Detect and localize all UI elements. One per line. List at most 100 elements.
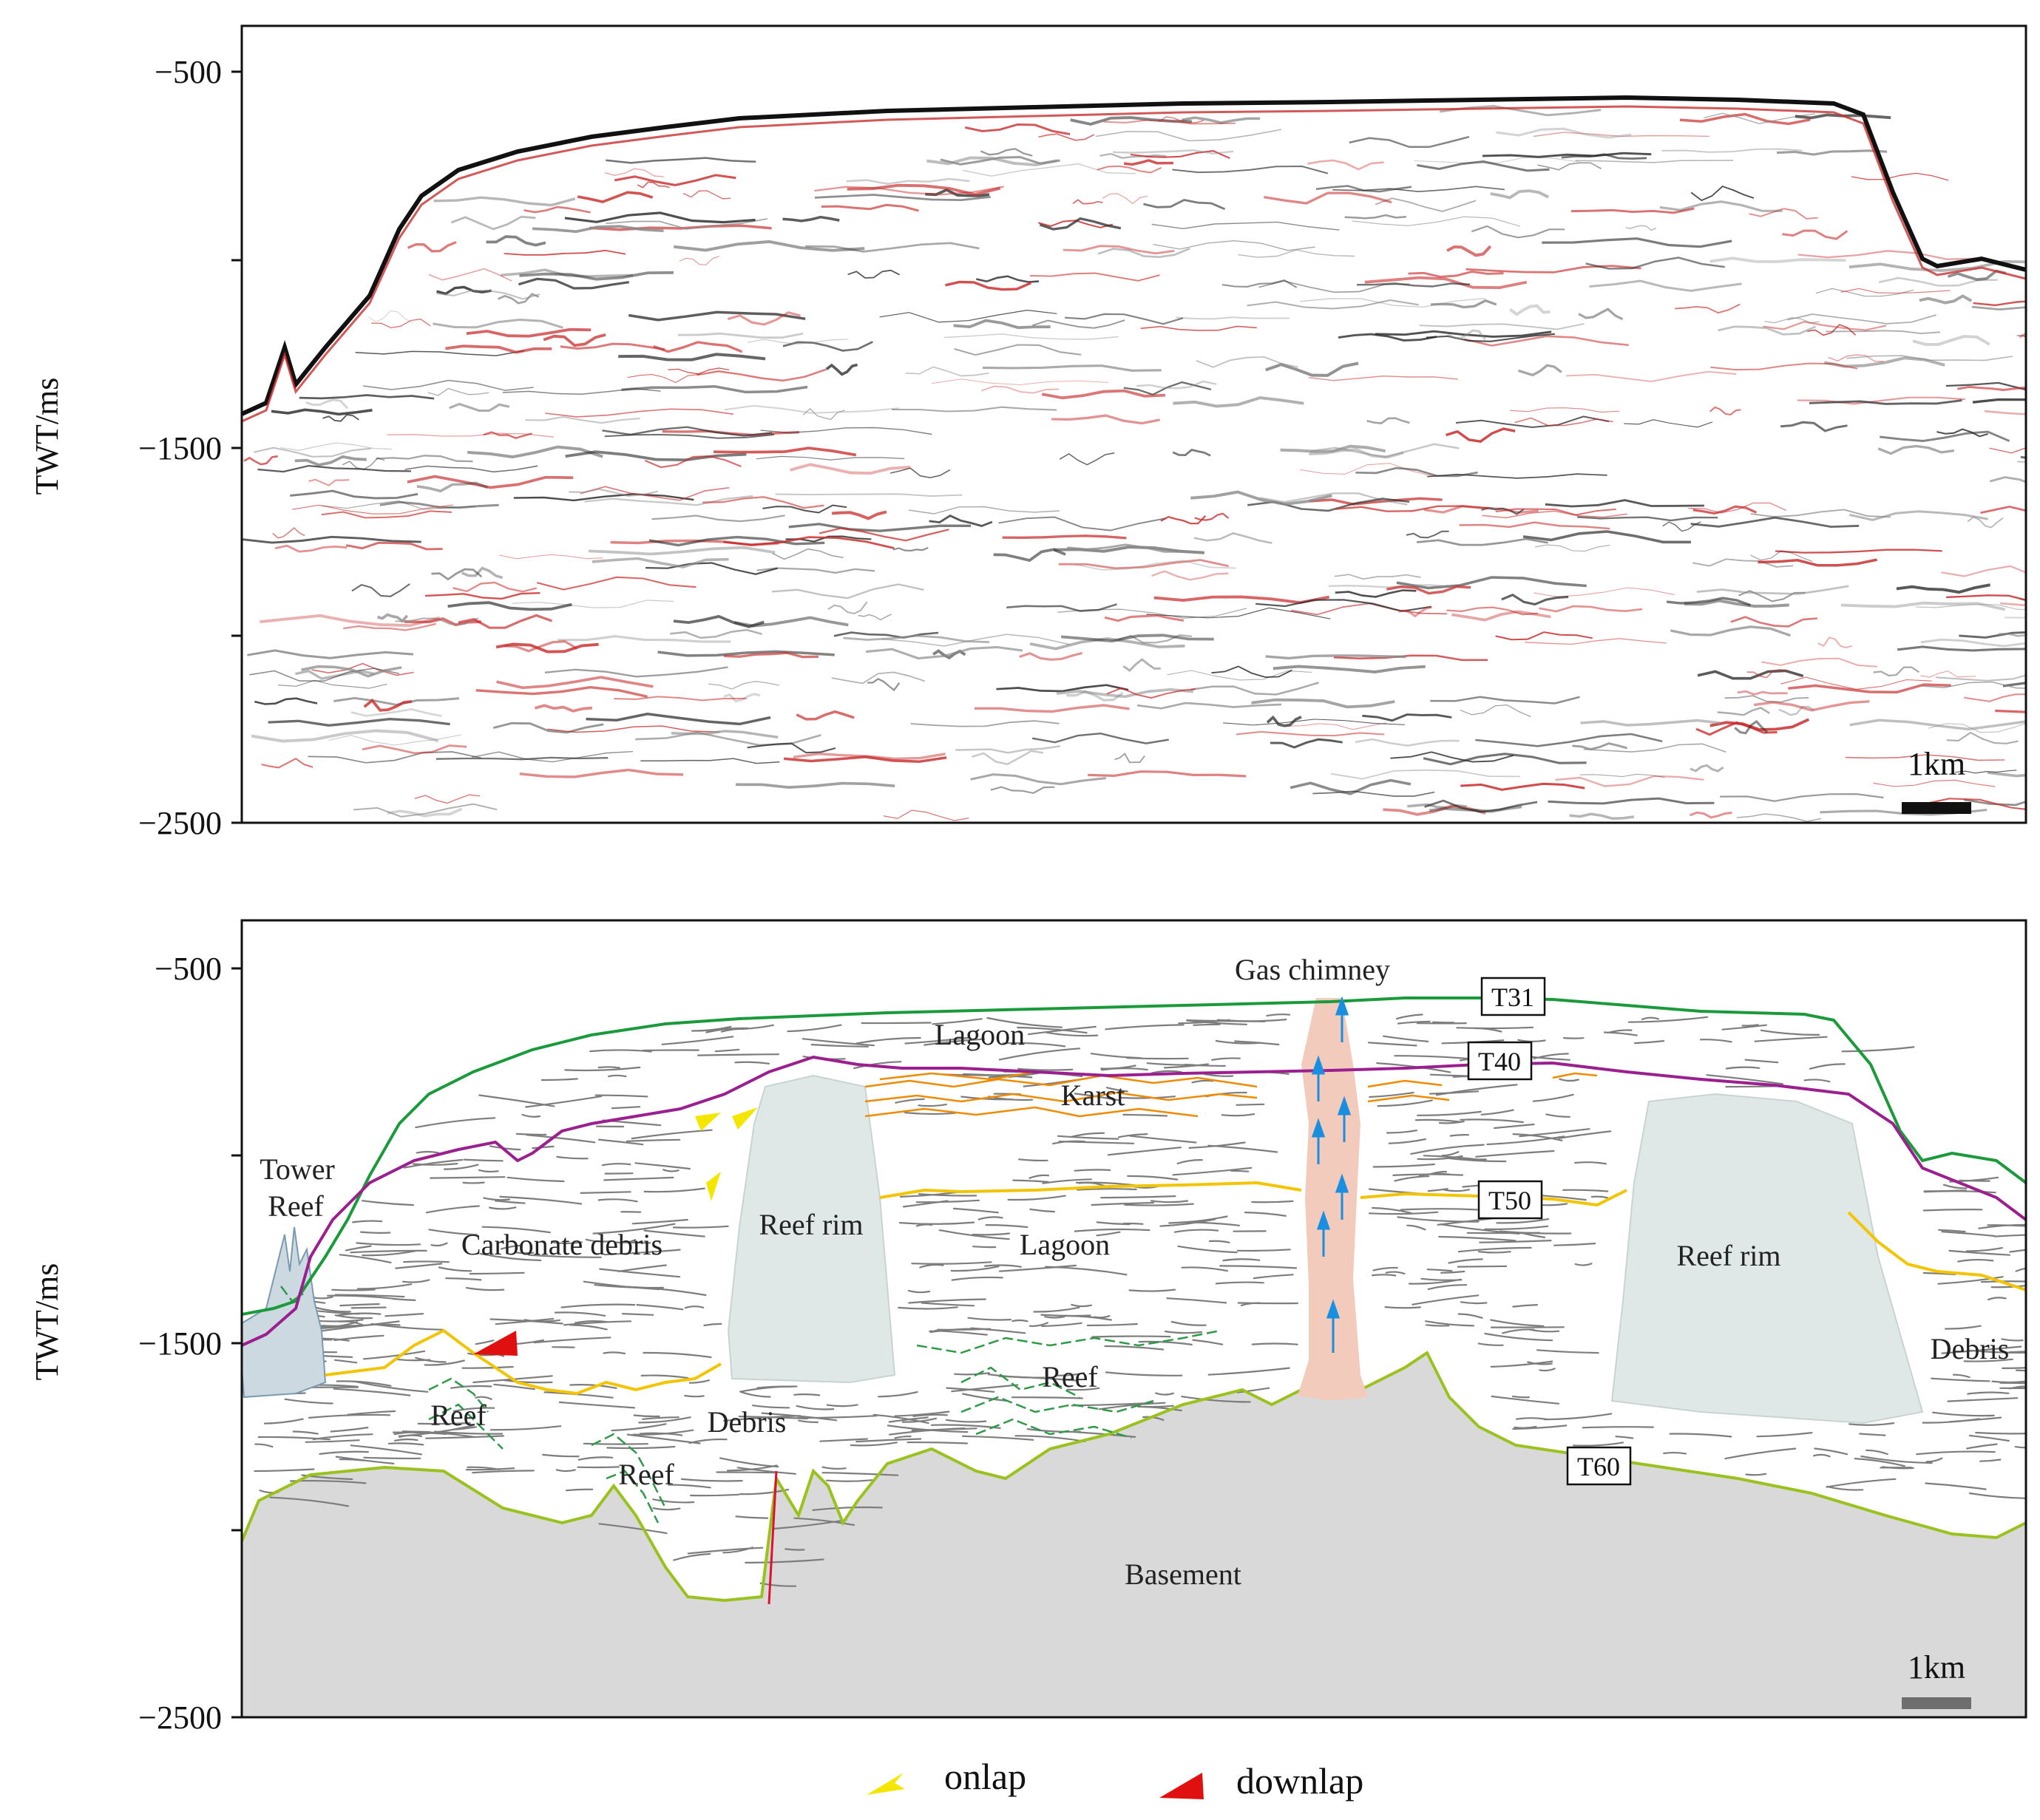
seismic-reflection — [343, 622, 436, 631]
interpreted-reflection — [1543, 1413, 1613, 1421]
scale-bar — [1902, 802, 1971, 814]
interpreted-reflection — [569, 1324, 608, 1331]
interpreted-reflection — [1120, 1096, 1176, 1099]
interpreted-reflection — [739, 1385, 798, 1393]
seismic-reflection — [993, 548, 1066, 563]
seismic-reflection — [1172, 165, 1329, 174]
seismic-reflection — [1758, 558, 1877, 567]
interpreted-reflection — [1086, 1322, 1138, 1327]
seismic-reflection — [512, 600, 674, 608]
interpreted-reflection — [1809, 1063, 1846, 1070]
seismic-reflection — [1408, 271, 1504, 278]
seismic-reflection — [1190, 490, 1332, 506]
seismic-reflection — [1548, 797, 1715, 805]
label-tower: Tower — [260, 1152, 335, 1186]
seismic-reflection — [819, 527, 949, 542]
seismic-reflection — [1920, 681, 2026, 689]
interpreted-reflection — [1191, 1079, 1214, 1084]
scale-bar-label: 1km — [1908, 746, 1965, 782]
seismic-reflection — [1136, 380, 1217, 390]
seismic-frame — [240, 24, 2027, 824]
seismic-reflection — [1130, 150, 1230, 159]
seismic-reflection — [536, 576, 697, 591]
interpreted-reflection — [850, 1442, 898, 1447]
seismic-reflection — [1920, 638, 2026, 648]
seismic-reflection — [1692, 505, 1758, 515]
interpreted-reflection — [1539, 1368, 1556, 1372]
seismic-reflection — [387, 807, 463, 818]
interpreted-reflection — [1126, 1057, 1189, 1060]
seismic-reflection — [243, 455, 278, 466]
interpreted-reflection — [1186, 1019, 1248, 1025]
interpreted-reflection — [1219, 1265, 1298, 1269]
seismic-reflection — [1495, 508, 1616, 516]
seismic-reflection — [1761, 657, 1878, 668]
interpreted-reflection — [1440, 1270, 1465, 1274]
gas-chimney-fill — [1298, 998, 1368, 1401]
interpreted-reflection — [1441, 1151, 1460, 1157]
interpreted-reflection — [1633, 1040, 1665, 1045]
interpreted-reflection — [475, 1339, 495, 1345]
interpreted-reflection — [515, 1133, 547, 1136]
interpreted-reflection — [1627, 1016, 1709, 1023]
scale-bar-top: 1km — [1902, 746, 1971, 814]
interpreted-reflection — [1137, 1405, 1182, 1412]
interpreted-reflection — [1368, 1042, 1417, 1047]
interpreted-reflection — [924, 1038, 985, 1046]
interpreted-reflection — [462, 1181, 485, 1184]
seismic-reflection — [1331, 769, 1521, 780]
interpreted-reflection — [606, 1445, 676, 1450]
seismic-reflection — [962, 163, 1136, 177]
interpreted-reflection — [796, 1405, 835, 1410]
interpreted-reflection — [489, 1425, 562, 1431]
seismic-reflection — [547, 725, 720, 733]
seismic-reflection — [1236, 730, 1385, 737]
seismic-reflection — [628, 310, 806, 322]
seafloor-reflector — [242, 95, 2026, 416]
interpreted-reflection — [1760, 1029, 1820, 1036]
seismic-reflection — [436, 756, 609, 761]
seismic-reflection — [1182, 116, 1261, 124]
interpreted-reflection — [488, 1206, 517, 1210]
interpretation-frame — [240, 919, 2027, 1719]
label-debris-mid: Debris — [708, 1405, 787, 1439]
interpreted-reflection — [339, 1254, 392, 1263]
seismic-reflection — [427, 387, 489, 396]
seismic-reflection — [1971, 305, 2026, 310]
seismic-reflection — [929, 515, 993, 527]
interpreted-reflection — [1536, 1349, 1599, 1354]
interpreted-reflection — [1118, 1133, 1148, 1138]
seismic-reflection — [254, 446, 372, 458]
seismic-reflection — [1426, 333, 1556, 342]
seismic-reflection — [589, 224, 772, 231]
interpreted-reflection — [350, 1444, 423, 1456]
seismic-reflection — [677, 332, 804, 339]
seismic-reflection — [1196, 356, 1298, 368]
seismic-reflection — [379, 500, 499, 509]
interpreted-reflection — [1385, 1271, 1406, 1275]
interpreted-reflection — [598, 1523, 668, 1535]
seismic-reflection — [1661, 148, 1803, 153]
seismic-reflection — [1718, 325, 1817, 336]
seismic-reflection — [1446, 245, 1492, 257]
seismic-reflection — [833, 631, 939, 639]
onlap-legend-icon — [867, 1773, 905, 1795]
interpreted-reflection — [597, 1198, 638, 1203]
interpreted-reflection — [911, 1261, 992, 1265]
seismic-reflection — [498, 293, 540, 305]
seismic-reflection — [883, 809, 969, 821]
interpreted-reflection — [362, 1350, 426, 1360]
interpreted-reflection — [415, 1117, 496, 1129]
seismic-panel: −500 −1500 −2500 TWT/ms 1km — [29, 24, 2027, 841]
seismic-reflection — [1140, 325, 1257, 331]
seismic-reflection — [1097, 165, 1162, 174]
interpreted-reflection — [1484, 1332, 1553, 1342]
interpreted-reflection — [353, 1380, 429, 1393]
interpreted-reflection — [1164, 1330, 1203, 1334]
interpreted-reflection — [1029, 1174, 1050, 1179]
interpreted-reflection — [443, 1164, 479, 1170]
seismic-reflection — [1446, 427, 1516, 443]
seismic-reflection — [560, 342, 665, 351]
seismic-reflection — [1749, 208, 1818, 220]
interpreted-reflection — [638, 1416, 691, 1424]
